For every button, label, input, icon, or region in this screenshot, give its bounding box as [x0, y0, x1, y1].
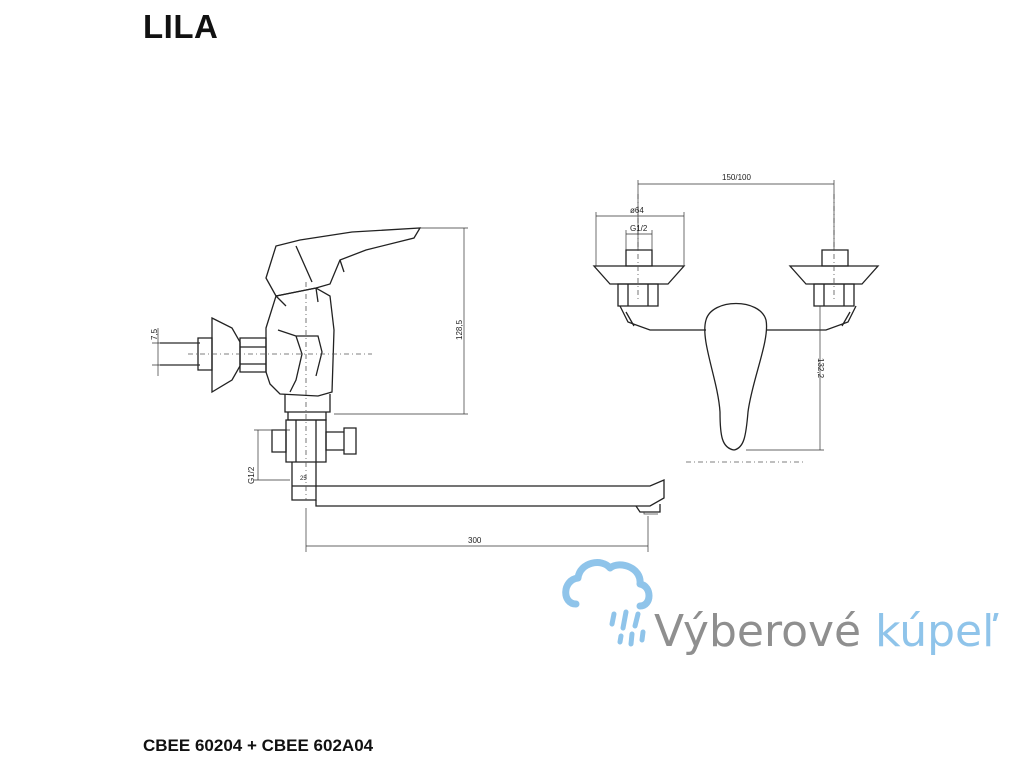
spout-stem: [291, 462, 317, 501]
aerator-detail: [643, 512, 658, 515]
brand-word-2: kúpeľ: [875, 606, 999, 657]
brand-logo: Výberové kúpeľ: [654, 606, 999, 657]
left-flange: [592, 265, 686, 285]
model-codes: CBEE 60204 + CBEE 602A04: [143, 736, 374, 755]
dim-flange-label: ø64: [630, 206, 644, 215]
connector-nut: [239, 337, 267, 373]
dim-small-label: 25: [300, 476, 307, 482]
lever-handle: [265, 227, 422, 297]
shower-cloud-icon: [562, 559, 653, 647]
dim-front-thread-lines: [625, 230, 653, 250]
dim-spacing-label: 150/100: [722, 173, 751, 182]
dim-front-thread-label: G1/2: [630, 224, 648, 233]
dim-spout-lines: [305, 508, 649, 552]
wall-flange: [211, 316, 241, 394]
dim-spout-label: 300: [468, 536, 482, 545]
dim-front-height-lines: [746, 306, 824, 451]
dim-wall-label: 7,5: [150, 328, 159, 340]
diverter-cap-left: [271, 429, 287, 453]
spout: [292, 479, 665, 507]
bottom-collar: [284, 394, 331, 421]
front-handle: [704, 302, 768, 451]
body-edge: [275, 287, 319, 307]
dim-height-label: 128,5: [455, 319, 464, 340]
right-inlet: [821, 249, 849, 267]
left-nut: [617, 283, 659, 307]
diverter-knob: [325, 427, 357, 455]
mixer-body: [265, 287, 335, 397]
right-nut: [813, 283, 855, 307]
front-body-edge: [625, 311, 851, 327]
right-flange: [788, 265, 880, 285]
dim-spacing-lines: [637, 180, 835, 250]
brand-word-1: Výberové: [654, 606, 862, 657]
wall-pipe: [160, 342, 200, 366]
dim-thread-label: G1/2: [247, 466, 256, 484]
front-body-top: [619, 305, 857, 331]
dim-flange-lines: [595, 212, 685, 266]
diverter-body: [285, 419, 327, 463]
body-detail: [277, 329, 323, 393]
spout-aerator: [635, 504, 661, 513]
side-view: 128,5 7,5 G1/2 300 25: [150, 227, 665, 552]
dim-wall-lines: [152, 328, 200, 376]
lever-detail: [295, 245, 345, 283]
dim-height-lines: [334, 227, 468, 415]
page-title: LILA: [143, 8, 219, 45]
front-view: 150/100 ø64 G1/2 132,2: [592, 173, 880, 463]
dim-front-height-label: 132,2: [816, 358, 825, 379]
dim-thread-lines: [254, 429, 290, 481]
left-inlet: [625, 249, 653, 267]
